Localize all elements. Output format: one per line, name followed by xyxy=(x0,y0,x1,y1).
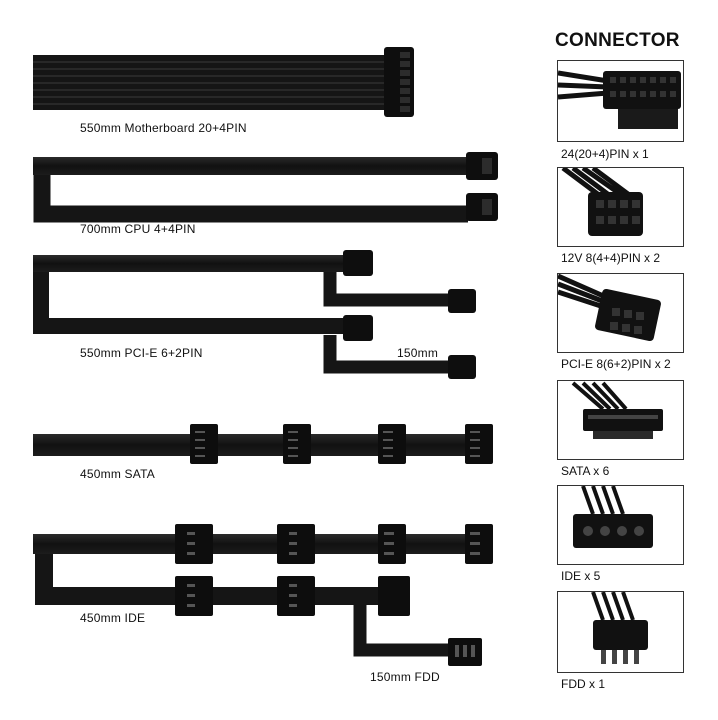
motherboard-cable xyxy=(33,47,414,117)
connector-label-fdd: FDD x 1 xyxy=(561,677,606,691)
pcie-plug-3 xyxy=(448,289,476,313)
connector-label-eps: 12V 8(4+4)PIN x 2 xyxy=(561,251,661,265)
pcie-plug-2 xyxy=(343,315,373,341)
cable-label-pcie-branch: 150mm xyxy=(397,346,439,360)
fdd-icon xyxy=(591,592,648,664)
cable-label-fdd: 150mm FDD xyxy=(370,670,440,684)
connector-label-ide: IDE x 5 xyxy=(561,569,601,583)
ide-cable xyxy=(33,524,493,666)
sata-icon xyxy=(571,381,663,439)
cable-label-cpu: 700mm CPU 4+4PIN xyxy=(80,222,196,236)
connector-box-sata xyxy=(557,380,684,460)
connector-title: CONNECTOR xyxy=(555,30,680,51)
connector-label-atx: 24(20+4)PIN x 1 xyxy=(561,147,649,161)
connector-box-ide xyxy=(557,485,684,565)
cable-label-pcie: 550mm PCI-E 6+2PIN xyxy=(80,346,203,360)
pcie-8pin-icon xyxy=(558,274,661,342)
sata-cable xyxy=(33,424,493,464)
eps-8pin-icon xyxy=(561,168,643,236)
sata-plug-3 xyxy=(378,424,406,464)
connector-label-sata: SATA x 6 xyxy=(561,464,610,478)
cable-label-motherboard: 550mm Motherboard 20+4PIN xyxy=(80,121,247,135)
sata-plug-1 xyxy=(190,424,218,464)
sata-plug-4 xyxy=(465,424,493,464)
connector-box-atx xyxy=(557,60,684,142)
cable-label-ide: 450mm IDE xyxy=(80,611,146,625)
pcie-plug-4 xyxy=(448,355,476,379)
pcie-plug-1 xyxy=(343,250,373,276)
connector-box-eps xyxy=(557,167,684,247)
sata-plug-2 xyxy=(283,424,311,464)
cpu-cable xyxy=(33,152,498,223)
connector-box-pcie xyxy=(557,273,684,353)
ide-plug-7 xyxy=(378,576,410,616)
cable-label-sata: 450mm SATA xyxy=(80,467,155,481)
molex-icon xyxy=(573,486,653,548)
connector-label-pcie: PCI-E 8(6+2)PIN x 2 xyxy=(561,357,671,371)
connector-box-fdd xyxy=(557,591,684,673)
pcie-cable xyxy=(33,250,476,379)
atx-24pin-icon xyxy=(558,70,681,129)
